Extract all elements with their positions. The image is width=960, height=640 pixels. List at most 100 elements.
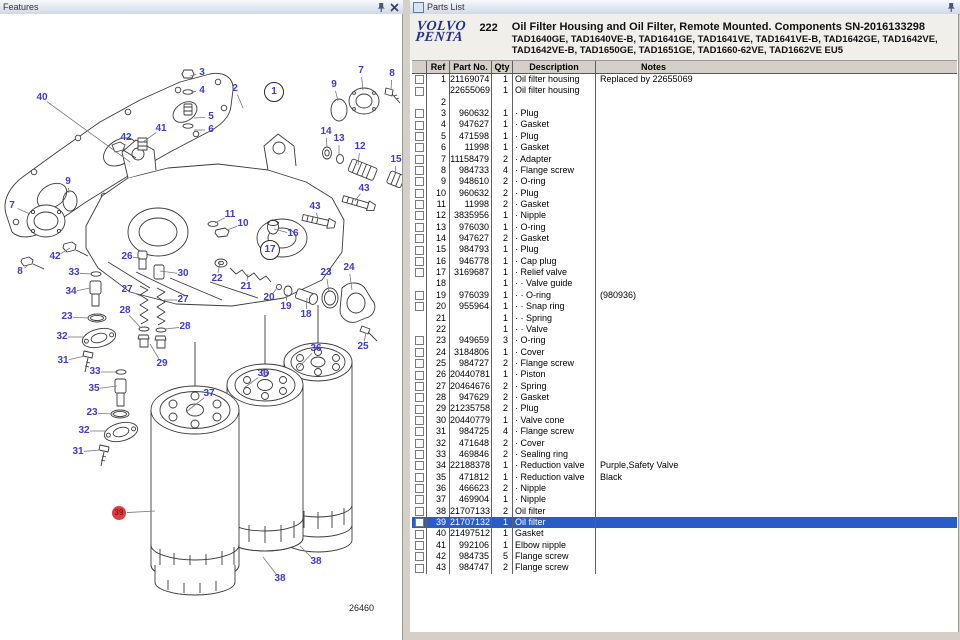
- row-checkbox[interactable]: [415, 427, 424, 437]
- callout-20[interactable]: 20: [263, 292, 275, 303]
- callout-43[interactable]: 43: [358, 183, 370, 194]
- callout-33[interactable]: 33: [89, 366, 101, 377]
- callout-10[interactable]: 10: [237, 218, 249, 229]
- row-checkbox[interactable]: [415, 143, 424, 153]
- row-checkbox[interactable]: [415, 438, 424, 448]
- row-checkbox[interactable]: [415, 222, 424, 232]
- row-checkbox[interactable]: [415, 529, 424, 539]
- callout-34[interactable]: 34: [65, 286, 77, 297]
- callout-42[interactable]: 42: [120, 132, 132, 143]
- callout-13[interactable]: 13: [333, 133, 345, 144]
- row-checkbox[interactable]: [415, 381, 424, 391]
- callout-22[interactable]: 22: [211, 273, 223, 284]
- row-checkbox[interactable]: [415, 563, 424, 573]
- callout-28[interactable]: 28: [119, 305, 131, 316]
- callout-19[interactable]: 19: [280, 301, 292, 312]
- parts-list-panel-header[interactable]: Parts List: [410, 0, 960, 15]
- callout-37[interactable]: 37: [203, 388, 215, 399]
- pin-icon[interactable]: [376, 2, 387, 13]
- row-checkbox[interactable]: [415, 268, 424, 278]
- row-checkbox[interactable]: [415, 302, 424, 312]
- row-checkbox[interactable]: [415, 154, 424, 164]
- callout-27[interactable]: 27: [121, 284, 133, 295]
- callout-1[interactable]: 1: [264, 82, 284, 102]
- row-checkbox[interactable]: [415, 495, 424, 505]
- callout-8[interactable]: 8: [389, 68, 395, 79]
- row-checkbox[interactable]: [415, 75, 424, 85]
- callout-4[interactable]: 4: [199, 85, 205, 96]
- row-checkbox[interactable]: [415, 166, 424, 176]
- callout-17[interactable]: 17: [260, 240, 280, 260]
- callout-6[interactable]: 6: [208, 124, 214, 135]
- row-checkbox[interactable]: [415, 518, 424, 528]
- callout-39[interactable]: 39: [112, 506, 126, 520]
- callout-25[interactable]: 25: [357, 341, 369, 352]
- callout-23[interactable]: 23: [320, 267, 332, 278]
- callout-33[interactable]: 33: [68, 267, 80, 278]
- row-checkbox[interactable]: [415, 109, 424, 119]
- row-checkbox[interactable]: [415, 359, 424, 369]
- callout-9[interactable]: 9: [331, 79, 337, 90]
- row-checkbox[interactable]: [415, 393, 424, 403]
- close-icon[interactable]: [389, 2, 400, 13]
- row-checkbox[interactable]: [415, 188, 424, 198]
- row-checkbox[interactable]: [415, 291, 424, 300]
- callout-42[interactable]: 42: [49, 251, 61, 262]
- row-checkbox[interactable]: [415, 211, 424, 221]
- row-checkbox[interactable]: [415, 86, 424, 96]
- row-checkbox[interactable]: [415, 120, 424, 130]
- pin-icon[interactable]: [946, 2, 957, 13]
- row-checkbox[interactable]: [415, 472, 424, 482]
- callout-35[interactable]: 35: [88, 383, 100, 394]
- callout-23[interactable]: 23: [86, 407, 98, 418]
- row-checkbox[interactable]: [415, 450, 424, 460]
- row-checkbox[interactable]: [415, 336, 424, 346]
- callout-12[interactable]: 12: [354, 141, 366, 152]
- callout-27[interactable]: 27: [177, 294, 189, 305]
- row-checkbox[interactable]: [415, 370, 424, 380]
- callout-29[interactable]: 29: [156, 358, 168, 369]
- callout-30[interactable]: 30: [177, 268, 189, 279]
- row-checkbox[interactable]: [415, 506, 424, 516]
- row-checkbox[interactable]: [415, 256, 424, 266]
- callout-31[interactable]: 31: [57, 355, 69, 366]
- panel-splitter[interactable]: [403, 0, 410, 640]
- row-checkbox[interactable]: [415, 404, 424, 414]
- callout-14[interactable]: 14: [320, 126, 332, 137]
- row-checkbox[interactable]: [415, 540, 424, 550]
- callout-38[interactable]: 38: [310, 556, 322, 567]
- row-checkbox[interactable]: [415, 347, 424, 357]
- callout-41[interactable]: 41: [155, 123, 167, 134]
- row-checkbox[interactable]: [415, 484, 424, 494]
- row-checkbox[interactable]: [415, 131, 424, 141]
- row-checkbox[interactable]: [415, 245, 424, 255]
